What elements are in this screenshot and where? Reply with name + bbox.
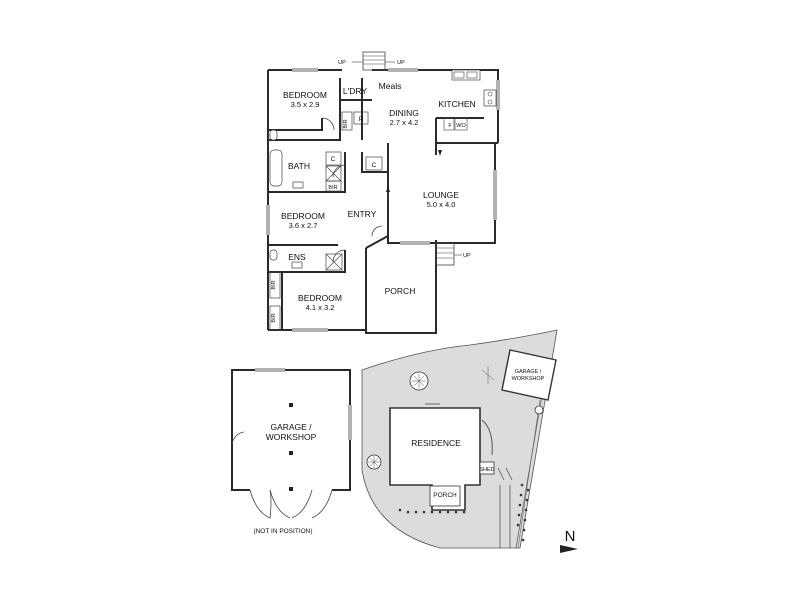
door-swing xyxy=(332,249,346,263)
door-swing xyxy=(332,164,346,178)
wall xyxy=(268,118,323,131)
room-label: BATH xyxy=(288,161,310,171)
room-dimensions: 3.6 x 2.7 xyxy=(289,221,318,230)
room-dimensions: 3.5 x 2.9 xyxy=(291,100,320,109)
site-shed-label: SHED xyxy=(479,467,494,473)
room-label: PORCH xyxy=(385,286,416,296)
site-hedge xyxy=(398,483,530,542)
north-label: N xyxy=(565,528,576,545)
fridge-label: F xyxy=(448,123,452,129)
garage-label-2: WORKSHOP xyxy=(266,432,317,442)
wall xyxy=(268,78,341,141)
porch-outline xyxy=(365,240,437,334)
site-residence xyxy=(389,407,481,511)
room-label: DINING xyxy=(389,108,419,118)
back-stairs xyxy=(352,51,395,71)
door-swing xyxy=(231,431,245,446)
garage-plan: GARAGE / WORKSHOP (NOT IN POSITION) xyxy=(231,368,352,535)
room-dimensions: 4.1 x 3.2 xyxy=(306,303,335,312)
wall xyxy=(268,250,346,273)
kitchen-sink-icon xyxy=(451,69,481,81)
site-shed xyxy=(479,461,495,475)
garage-door xyxy=(249,489,272,519)
basin-icon xyxy=(291,261,303,269)
toilet-icon xyxy=(269,129,278,141)
garage-door xyxy=(311,489,333,519)
lounge-stairs xyxy=(435,242,462,266)
garage-door xyxy=(269,489,291,519)
room-label: BEDROOM xyxy=(298,293,342,303)
bir-label: BIR xyxy=(343,119,349,128)
shower-icon xyxy=(325,253,343,271)
room-label: ENS xyxy=(288,252,306,262)
door-swing xyxy=(321,117,335,131)
arrow-up-icon xyxy=(386,186,390,192)
post-marker xyxy=(289,487,293,491)
room-label: L'DRY xyxy=(343,86,367,96)
site-garage-label: GARAGE / xyxy=(515,369,542,375)
room-label: BEDROOM xyxy=(281,211,325,221)
arrow-down-icon xyxy=(438,150,442,156)
garage-label: GARAGE / xyxy=(270,422,312,432)
site-porch-label: PORCH xyxy=(433,492,457,499)
bir-label: BIR xyxy=(328,185,337,191)
bir-label: BIR xyxy=(271,280,277,289)
room-label: LOUNGE xyxy=(423,190,459,200)
door-swing xyxy=(371,225,383,237)
garage-note: (NOT IN POSITION) xyxy=(253,528,312,535)
tree-icon xyxy=(366,454,382,470)
room-label: Meals xyxy=(379,81,402,91)
post-marker xyxy=(289,403,293,407)
stairs-up-label: UP xyxy=(397,60,405,66)
wo-label: WO xyxy=(456,123,466,129)
wall xyxy=(361,152,388,173)
tree-icon xyxy=(409,371,429,391)
small-plant-icon xyxy=(481,366,495,384)
basin-icon xyxy=(292,181,304,189)
north-arrow-icon xyxy=(560,545,578,553)
tree-icon xyxy=(534,405,544,415)
pantry-label: P xyxy=(359,116,363,123)
room-label: ENTRY xyxy=(348,209,377,219)
site-garage xyxy=(501,349,557,401)
bir-label: BIR xyxy=(271,313,277,322)
wall xyxy=(365,235,389,249)
site-plan: GARAGE / WORKSHOP SHED PORCH RESIDENCE xyxy=(361,329,578,553)
stairs-up-label: UP xyxy=(338,60,346,66)
room-label: BEDROOM xyxy=(283,90,327,100)
toilet-icon xyxy=(269,249,278,261)
stove-icon xyxy=(483,89,497,107)
bathtub-icon xyxy=(269,149,283,187)
post-marker xyxy=(289,451,293,455)
cupboard-label: C xyxy=(372,162,377,169)
site-porch xyxy=(429,485,461,507)
room-dimensions: 2.7 x 4.2 xyxy=(390,118,419,127)
stairs-up-label: UP xyxy=(463,253,471,259)
room-label: KITCHEN xyxy=(438,99,475,109)
garage-door xyxy=(291,489,313,519)
house-floorplan: BEDROOM 3.5 x 2.9 L'DRY Meals KITCHEN DI… xyxy=(266,51,500,334)
site-garage-label-2: WORKSHOP xyxy=(512,376,545,382)
cupboard-label: C xyxy=(331,156,336,163)
garage-walls xyxy=(231,369,351,491)
room-dimensions: 5.0 x 4.0 xyxy=(427,200,456,209)
site-residence-label: RESIDENCE xyxy=(411,438,461,448)
